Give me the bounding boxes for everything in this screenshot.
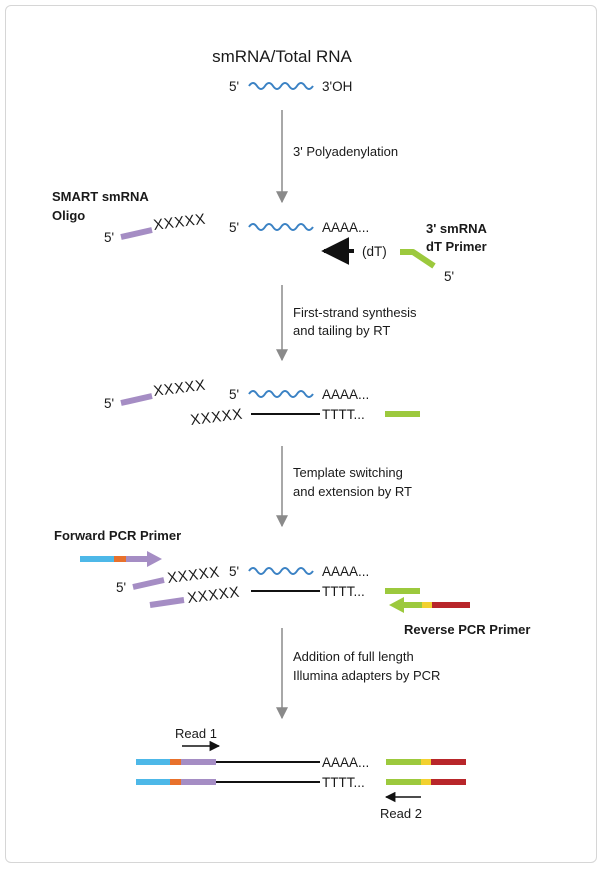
- poly-t-tail-3: TTTT...: [322, 407, 365, 422]
- step-adapters-1: Addition of full length: [293, 649, 414, 664]
- cdna-xxxxx-3: XXXXX: [189, 406, 243, 429]
- forward-primer-label: Forward PCR Primer: [54, 528, 181, 543]
- poly-a-tail-4: AAAA...: [322, 564, 369, 579]
- rna-five-prime-label: 5': [229, 79, 239, 94]
- dt-primer-label-1: 3' smRNA: [426, 221, 487, 236]
- rna-three-prime-label: 3'OH: [322, 79, 352, 94]
- smart-oligo-label-1: SMART smRNA: [52, 189, 149, 204]
- reverse-primer-label: Reverse PCR Primer: [404, 622, 530, 637]
- step-adapters-2: Illumina adapters by PCR: [293, 668, 440, 683]
- smart-oligo-4: [132, 577, 165, 590]
- diagram-title: smRNA/Total RNA: [212, 47, 352, 66]
- figure-frame: [5, 5, 597, 863]
- read1-label: Read 1: [175, 726, 217, 741]
- step-polyadenylation: 3' Polyadenylation: [293, 144, 398, 159]
- smart-oligo: [120, 227, 153, 240]
- oligo-xxxxx: XXXXX: [152, 211, 206, 234]
- poly-a-tail-3: AAAA...: [322, 387, 369, 402]
- step-template-switch-1: Template switching: [293, 465, 403, 480]
- lib-poly-a: AAAA...: [322, 755, 369, 770]
- oligo-five-prime-label-4: 5': [116, 580, 126, 595]
- strand-oligo-4: [149, 597, 185, 608]
- dt-primer-label-2: dT Primer: [426, 239, 487, 254]
- rna-wave: [248, 82, 314, 90]
- forward-primer-arrowhead: [147, 551, 162, 567]
- rna-five-prime-label-3: 5': [229, 387, 239, 402]
- step-first-strand-2: and tailing by RT: [293, 323, 390, 338]
- rna-wave-4: [248, 567, 314, 575]
- oligo-xxxxx-4: XXXXX: [166, 564, 220, 587]
- lib-poly-t: TTTT...: [322, 775, 365, 790]
- dt-label: (dT): [362, 244, 387, 259]
- rna-wave-2: [248, 223, 314, 231]
- smart-oligo-label-2: Oligo: [52, 208, 85, 223]
- smart-oligo-3: [120, 393, 153, 406]
- reverse-primer-arrowhead: [389, 597, 404, 613]
- primer-five-prime-label: 5': [444, 269, 454, 284]
- rna-five-prime-label-4: 5': [229, 564, 239, 579]
- poly-a-tail: AAAA...: [322, 220, 369, 235]
- step-template-switch-2: and extension by RT: [293, 484, 412, 499]
- cdna-xxxxx-4: XXXXX: [186, 584, 240, 607]
- step-first-strand-1: First-strand synthesis: [293, 305, 417, 320]
- oligo-five-prime-label: 5': [104, 230, 114, 245]
- rna-wave-3: [248, 390, 314, 398]
- read2-label: Read 2: [380, 806, 422, 821]
- dt-primer: [400, 249, 436, 269]
- rna-five-prime-label-2: 5': [229, 220, 239, 235]
- poly-t-tail-4: TTTT...: [322, 584, 365, 599]
- oligo-five-prime-label-3: 5': [104, 396, 114, 411]
- oligo-xxxxx-3: XXXXX: [152, 377, 206, 400]
